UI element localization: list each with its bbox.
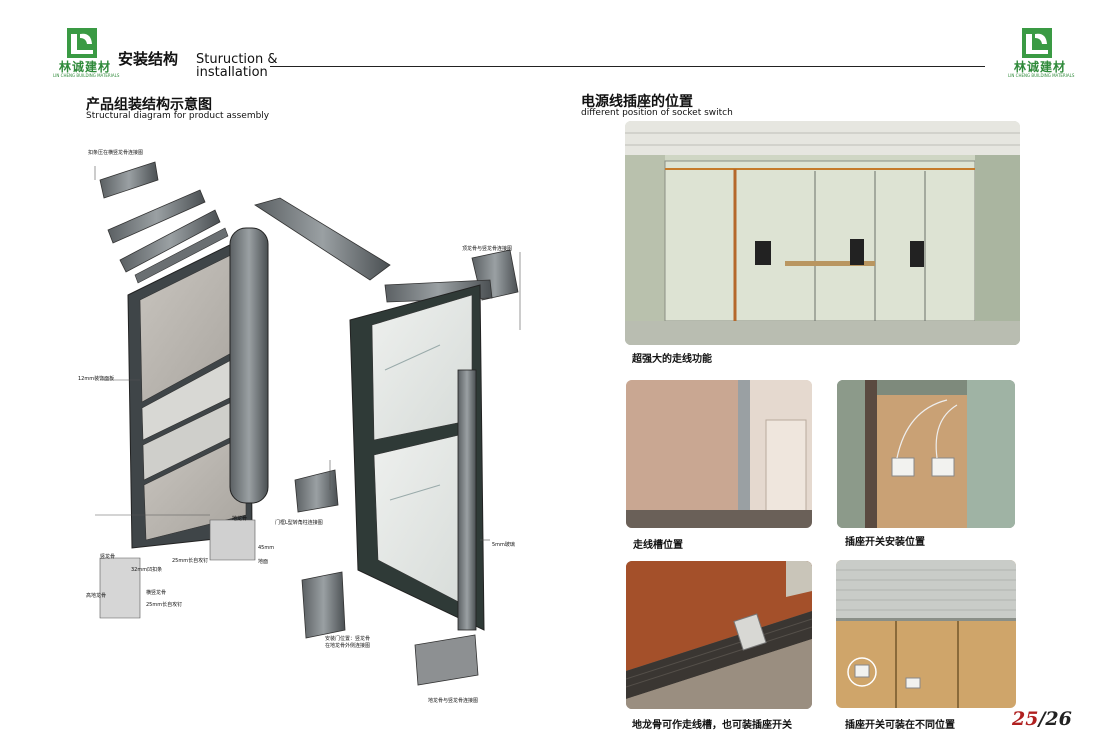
logo-brand-text: 林诚建材 — [58, 60, 111, 74]
wire-groove-photo — [626, 380, 812, 528]
photo2-caption: 插座开关安装位置 — [845, 537, 925, 548]
label-cross-keel: 横竖龙骨 — [146, 590, 167, 596]
page-title: 安装结构 — [118, 50, 179, 68]
photo1-caption: 走线槽位置 — [633, 540, 683, 551]
socket-different-position-photo — [836, 560, 1016, 708]
logo-tagline: LIN CHENG BUILDING MATERIALS — [53, 73, 120, 78]
assembly-exploded-diagram — [94, 161, 521, 686]
label-high-floor-keel: 高地龙骨 — [86, 593, 107, 599]
floor-vertical-joint-detail — [414, 634, 479, 686]
label-clip-32: 32mm凹扣条 — [131, 567, 163, 573]
photo3-caption: 地龙骨可作走线槽，也可装插座开关 — [632, 720, 792, 731]
main-photo-caption: 超强大的走线功能 — [632, 354, 712, 365]
page-current: 25 — [1012, 708, 1039, 730]
assembly-diagram-subtitle: Structural diagram for product assembly — [86, 111, 270, 121]
high-floor-keel-section — [99, 557, 141, 619]
page-number: 25/26 — [1012, 708, 1072, 730]
office-partition-photo — [625, 121, 1020, 345]
logo-mark-icon — [1022, 28, 1052, 58]
page-title-en-line2: installation — [196, 65, 268, 80]
label-floor-keel: 地龙骨 — [232, 516, 248, 522]
page-total: 26 — [1045, 708, 1072, 730]
door-l-connector-detail — [294, 469, 339, 513]
header-divider — [270, 66, 985, 67]
logo-brand-text: 林诚建材 — [1013, 60, 1066, 74]
socket-position-subtitle: different position of socket switch — [581, 108, 733, 118]
floor-keel-photo — [626, 561, 812, 709]
label-door-install-2: 在地龙骨外侧连接图 — [325, 643, 371, 649]
assembly-diagram-title: 产品组装结构示意图 — [86, 97, 212, 113]
label-door-l-joint: 门框L型转角柱连接图 — [275, 520, 323, 526]
label-screw-25: 25mm长自攻钉 — [172, 558, 209, 564]
floor-keel-section — [209, 519, 256, 561]
socket-install-photo — [837, 380, 1015, 528]
top-clip-profiles — [99, 161, 229, 284]
company-logo-right: 林诚建材 LIN CHENG BUILDING MATERIALS — [1008, 28, 1074, 78]
label-ground: 地面 — [258, 559, 269, 565]
page-separator: / — [1038, 708, 1046, 730]
photo4-caption: 插座开关可装在不同位置 — [845, 720, 955, 731]
logo-tagline: LIN CHENG BUILDING MATERIALS — [1008, 73, 1075, 78]
logo-mark-icon — [67, 28, 97, 58]
right-glass-unit — [349, 279, 493, 631]
label-screw-25b: 25mm长自攻钉 — [146, 602, 183, 608]
label-glass-5mm: 5mm玻璃 — [492, 542, 515, 548]
top-beam-profile — [254, 197, 391, 281]
door-install-detail — [301, 571, 346, 639]
leader-lines — [94, 166, 521, 541]
label-door-install-1: 安装门位置：竖龙骨 — [325, 636, 371, 642]
label-top-clip: 扣条压在横竖龙骨连接图 — [88, 150, 144, 156]
label-panel-12mm: 12mm装饰面板 — [78, 376, 115, 382]
page-title-en-line1: Sturuction & — [196, 52, 278, 67]
socket-position-title: 电源线插座的位置 — [581, 94, 693, 110]
label-floor-vertical-joint: 地龙骨与竖龙骨连接图 — [428, 698, 479, 704]
company-logo-left: 林诚建材 LIN CHENG BUILDING MATERIALS — [53, 28, 119, 78]
label-top-keel-joint: 顶龙骨与竖龙骨连接图 — [462, 246, 513, 252]
label-dim-45: 45mm — [258, 545, 275, 551]
label-vertical-keel: 竖龙骨 — [100, 554, 116, 560]
